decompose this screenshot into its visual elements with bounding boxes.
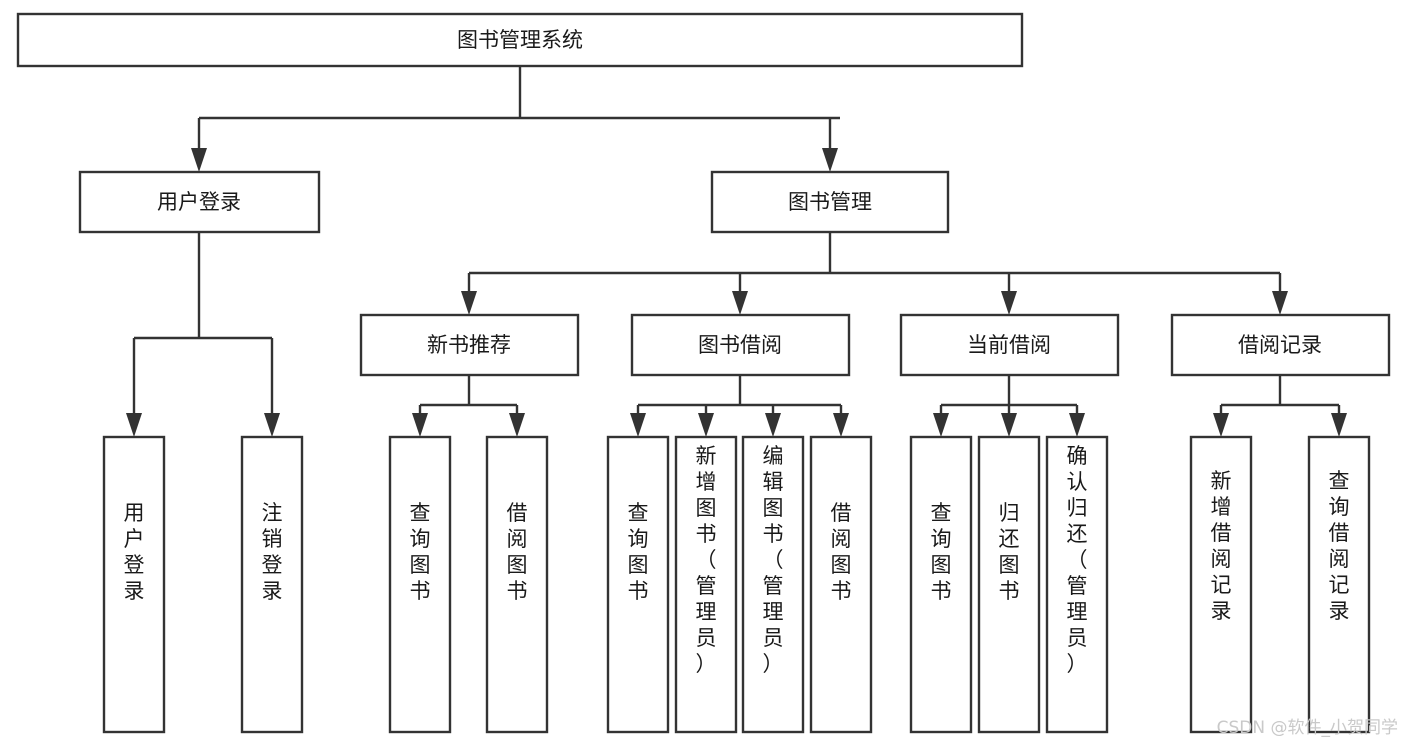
arrow-borrow-l3 <box>765 413 781 437</box>
node-book-borrow[interactable]: 图书借阅 <box>630 313 851 377</box>
csdn-watermark: CSDN @软件_小贺同学 <box>1217 718 1398 738</box>
node-leaf-logout-label: 注销登录 <box>262 501 283 603</box>
node-leaf-add-book-admin-box[interactable] <box>674 435 738 734</box>
node-current-borrow-label: 当前借阅 <box>967 333 1051 357</box>
arrow-book-mgmt-c4 <box>1272 291 1288 315</box>
node-leaf-return-book-box[interactable] <box>977 435 1041 734</box>
arrow-root-to-user-login <box>191 148 207 172</box>
connector-group-user-login <box>126 232 280 437</box>
node-user-login-box[interactable] <box>78 170 321 234</box>
node-new-book-recommend-box[interactable] <box>359 313 580 377</box>
connector-group-borrow <box>630 375 849 437</box>
node-borrow-record-label: 借阅记录 <box>1238 333 1322 357</box>
connector-group-new-book <box>412 375 525 437</box>
node-leaf-logout[interactable]: 注销登录 <box>240 435 304 734</box>
node-book-management-label: 图书管理 <box>788 190 872 214</box>
connector-group-borrow-record <box>1213 375 1347 437</box>
node-current-borrow[interactable]: 当前借阅 <box>899 313 1120 377</box>
node-leaf-add-book-admin-label: 新增图书（管理员） <box>696 444 717 676</box>
connector-group-root <box>191 66 840 172</box>
node-borrow-record[interactable]: 借阅记录 <box>1170 313 1391 377</box>
node-book-borrow-label: 图书借阅 <box>698 333 782 357</box>
node-current-borrow-box[interactable] <box>899 313 1120 377</box>
node-leaf-add-borrow-record-box[interactable] <box>1189 435 1253 734</box>
node-leaf-user-login[interactable]: 用户登录 <box>102 435 166 734</box>
arrow-book-mgmt-c3 <box>1001 291 1017 315</box>
arrow-borrow-record-l1 <box>1213 413 1229 437</box>
node-leaf-query-book-current-box[interactable] <box>909 435 973 734</box>
node-leaf-user-login-label: 用户登录 <box>124 501 145 603</box>
node-leaf-query-book-borrow[interactable]: 查询图书 <box>606 435 670 734</box>
arrow-current-borrow-l1 <box>933 413 949 437</box>
connector-group-current-borrow <box>933 375 1085 437</box>
arrow-new-book-l1 <box>412 413 428 437</box>
node-leaf-query-borrow-record-label: 查询借阅记录 <box>1329 469 1350 623</box>
arrow-current-borrow-l3 <box>1069 413 1085 437</box>
arrow-root-to-book-mgmt <box>822 148 838 172</box>
node-leaf-query-borrow-record-box[interactable] <box>1307 435 1371 734</box>
node-leaf-borrow-book-recommend[interactable]: 借阅图书 <box>485 435 549 734</box>
node-leaf-query-book-current[interactable]: 查询图书 <box>909 435 973 734</box>
arrow-borrow-record-l2 <box>1331 413 1347 437</box>
node-leaf-confirm-return-admin-label: 确认归还（管理员） <box>1067 444 1088 676</box>
arrow-book-mgmt-c2 <box>732 291 748 315</box>
node-leaf-query-book-borrow-label: 查询图书 <box>628 501 649 603</box>
node-leaf-borrow-book[interactable]: 借阅图书 <box>809 435 873 734</box>
node-leaf-return-book[interactable]: 归还图书 <box>977 435 1041 734</box>
node-leaf-query-book-borrow-box[interactable] <box>606 435 670 734</box>
node-new-book-recommend-label: 新书推荐 <box>427 333 511 357</box>
node-leaf-query-book-recommend-label: 查询图书 <box>410 501 431 603</box>
node-new-book-recommend[interactable]: 新书推荐 <box>359 313 580 377</box>
arrow-borrow-l1 <box>630 413 646 437</box>
arrow-borrow-l4 <box>833 413 849 437</box>
connector-group-book-mgmt <box>461 232 1288 315</box>
node-leaf-borrow-book-recommend-box[interactable] <box>485 435 549 734</box>
arrow-user-login-l1 <box>126 413 142 437</box>
node-user-login[interactable]: 用户登录 <box>78 170 321 234</box>
arrow-user-login-l2 <box>264 413 280 437</box>
node-root-system[interactable]: 图书管理系统 <box>16 12 1024 68</box>
node-borrow-record-box[interactable] <box>1170 313 1391 377</box>
node-user-login-label: 用户登录 <box>157 190 241 214</box>
node-book-borrow-box[interactable] <box>630 313 851 377</box>
arrow-new-book-l2 <box>509 413 525 437</box>
node-leaf-edit-book-admin-label: 编辑图书（管理员） <box>763 444 784 676</box>
node-leaf-return-book-label: 归还图书 <box>999 501 1020 603</box>
node-leaf-edit-book-admin[interactable]: 编辑图书（管理员） <box>741 435 805 734</box>
node-root-system-label: 图书管理系统 <box>457 28 583 52</box>
node-leaf-add-borrow-record-label: 新增借阅记录 <box>1211 469 1232 623</box>
node-leaf-borrow-book-box[interactable] <box>809 435 873 734</box>
node-leaf-query-book-recommend[interactable]: 查询图书 <box>388 435 452 734</box>
node-leaf-add-book-admin[interactable]: 新增图书（管理员） <box>674 435 738 734</box>
node-root-system-box[interactable] <box>16 12 1024 68</box>
arrow-current-borrow-l2 <box>1001 413 1017 437</box>
arrow-borrow-l2 <box>698 413 714 437</box>
node-book-management[interactable]: 图书管理 <box>710 170 950 234</box>
node-leaf-borrow-book-recommend-label: 借阅图书 <box>507 501 528 603</box>
node-leaf-borrow-book-label: 借阅图书 <box>831 501 852 603</box>
arrow-book-mgmt-c1 <box>461 291 477 315</box>
node-leaf-add-borrow-record[interactable]: 新增借阅记录 <box>1189 435 1253 734</box>
node-leaf-confirm-return-admin-box[interactable] <box>1045 435 1109 734</box>
node-leaf-query-book-current-label: 查询图书 <box>931 501 952 603</box>
node-leaf-confirm-return-admin[interactable]: 确认归还（管理员） <box>1045 435 1109 734</box>
node-book-management-box[interactable] <box>710 170 950 234</box>
node-leaf-edit-book-admin-box[interactable] <box>741 435 805 734</box>
node-leaf-user-login-box[interactable] <box>102 435 166 734</box>
node-leaf-query-borrow-record[interactable]: 查询借阅记录 <box>1307 435 1371 734</box>
node-leaf-logout-box[interactable] <box>240 435 304 734</box>
node-leaf-query-book-recommend-box[interactable] <box>388 435 452 734</box>
